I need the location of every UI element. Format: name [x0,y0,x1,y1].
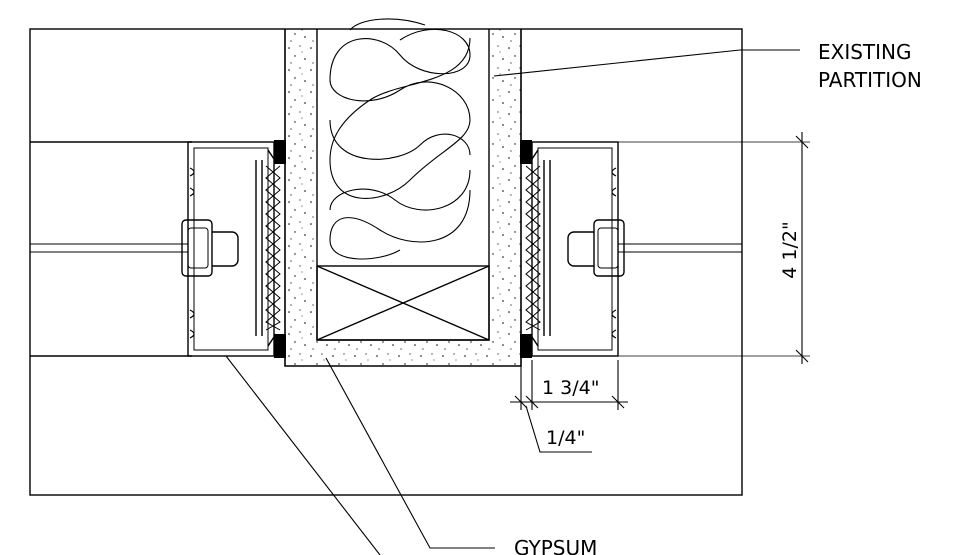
dimension-gap [525,405,592,453]
existing-partition-label-line1: EXISTING [818,40,912,64]
right-frame-extrusion [529,141,625,357]
existing-partition-label-line2: PARTITION [818,68,922,92]
left-panel [30,141,192,357]
gypsum-label: GYPSUM [514,536,597,555]
wood-blocking [316,265,490,341]
right-seal [520,140,541,358]
dimension-height-label: 4 1/2" [779,221,801,278]
leader-gypsum [225,355,495,555]
dimension-width [510,360,628,410]
leader-existing-partition [493,49,800,77]
right-panel [618,141,810,357]
left-frame-extrusion [181,141,277,357]
dimension-gap-label: 1/4" [546,427,585,449]
dimension-width-label: 1 3/4" [542,377,599,399]
dimension-height [795,132,809,364]
insulation-batt [329,18,471,260]
left-seal [265,140,286,358]
gypsum-board [284,29,522,367]
outer-frame [29,28,743,496]
